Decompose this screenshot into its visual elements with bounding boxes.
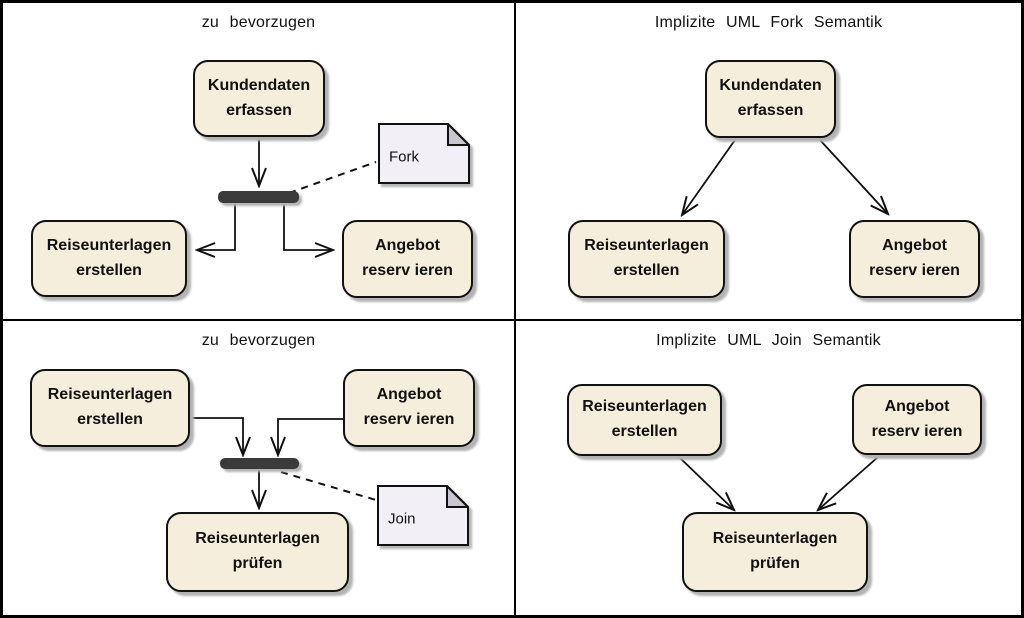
activity-reiseunterlagen-erstellen: Reiseunterlagen erstellen xyxy=(568,220,725,298)
node-label-line1: Angebot xyxy=(882,237,947,255)
connector-layer xyxy=(3,138,377,317)
connector-layer xyxy=(516,139,1021,317)
node-label-line2: erstellen xyxy=(611,423,678,440)
flow-angebot-to-join xyxy=(278,418,343,455)
panel-join-implicit: Implizite UML Join Semantik Reiseunterla… xyxy=(516,321,1021,615)
uml-note-join: Join xyxy=(377,485,469,546)
panel-fork-implicit: Implizite UML Fork Semantik Kundendaten … xyxy=(516,3,1021,321)
panel-title: Implizite UML Join Semantik xyxy=(656,332,881,349)
activity-kundendaten-erfassen: Kundendaten erfassen xyxy=(193,60,325,137)
activity-reiseunterlagen-pruefen: Reiseunterlagen prüfen xyxy=(682,512,868,592)
panel-fork-preferred: zu bevorzugen Kundendaten erfassen Reise… xyxy=(3,3,516,321)
node-label-line2: reserv ieren xyxy=(362,262,453,279)
panel-join-preferred: zu bevorzugen Reiseunterlagen erstellen … xyxy=(3,321,516,615)
note-paper-icon xyxy=(378,123,470,184)
activity-reiseunterlagen-pruefen: Reiseunterlagen prüfen xyxy=(166,512,349,592)
join-bar xyxy=(220,458,299,469)
activity-reiseunterlagen-erstellen: Reiseunterlagen erstellen xyxy=(567,384,722,456)
node-label-line1: Reiseunterlagen xyxy=(584,237,709,255)
node-label-line2: prüfen xyxy=(232,555,283,572)
node-label-line1: Kundendaten xyxy=(719,77,822,95)
flow-fork-to-erstellen xyxy=(197,203,236,250)
note-anchor-dashed-line xyxy=(288,161,377,194)
note-anchor-dashed-line xyxy=(280,471,377,501)
node-label-line2: erstellen xyxy=(76,261,142,279)
node-label-line2: reserv ieren xyxy=(363,411,455,428)
node-label-line1: Reiseunterlagen xyxy=(195,530,320,548)
flow-kundendaten-to-angebot xyxy=(819,139,888,214)
flow-fork-to-angebot xyxy=(283,203,333,250)
node-label-line2: erstellen xyxy=(77,411,143,428)
activity-angebot-reservieren: Angebot reserv ieren xyxy=(849,220,980,298)
connector-layer xyxy=(190,417,377,615)
node-label-line2: erfassen xyxy=(226,101,292,119)
panel-title: Implizite UML Fork Semantik xyxy=(654,14,883,31)
flow-erstellen-to-join xyxy=(190,417,243,455)
fork-bar xyxy=(218,191,299,203)
flow-erstellen-to-pruefen xyxy=(677,455,734,510)
node-label-line2: erstellen xyxy=(613,262,680,279)
node-label-line1: Reiseunterlagen xyxy=(582,398,707,416)
node-label-line1: Reiseunterlagen xyxy=(712,530,838,548)
activity-reiseunterlagen-erstellen: Reiseunterlagen erstellen xyxy=(31,220,187,297)
flow-angebot-to-pruefen xyxy=(818,456,879,510)
node-label-line2: prüfen xyxy=(750,555,800,572)
node-label-line1: Angebot xyxy=(376,386,442,404)
uml-note-fork: Fork xyxy=(378,123,470,184)
node-label-line1: Angebot xyxy=(884,397,950,415)
node-label-line1: Reiseunterlagen xyxy=(47,386,173,404)
panel-title: zu bevorzugen xyxy=(201,332,316,349)
note-label: Fork xyxy=(389,148,419,166)
activity-angebot-reservieren: Angebot reserv ieren xyxy=(343,369,475,447)
activity-kundendaten-erfassen: Kundendaten erfassen xyxy=(705,60,836,138)
node-label-line2: reserv ieren xyxy=(871,422,963,440)
node-label-line2: reserv ieren xyxy=(869,262,960,279)
connector-layer xyxy=(677,455,879,615)
node-label-line1: Reiseunterlagen xyxy=(46,236,172,254)
panel-title: zu bevorzugen xyxy=(201,14,316,31)
flow-kundendaten-to-erstellen xyxy=(682,139,736,215)
node-label-line2: erfassen xyxy=(737,102,804,119)
activity-angebot-reservieren: Angebot reserv ieren xyxy=(342,220,473,298)
note-label: Join xyxy=(388,510,416,528)
node-label-line1: Angebot xyxy=(375,237,440,255)
activity-angebot-reservieren: Angebot reserv ieren xyxy=(852,384,982,455)
note-paper-icon xyxy=(377,485,469,546)
node-label-line1: Kundendaten xyxy=(207,76,311,94)
activity-reiseunterlagen-erstellen: Reiseunterlagen erstellen xyxy=(30,369,190,447)
